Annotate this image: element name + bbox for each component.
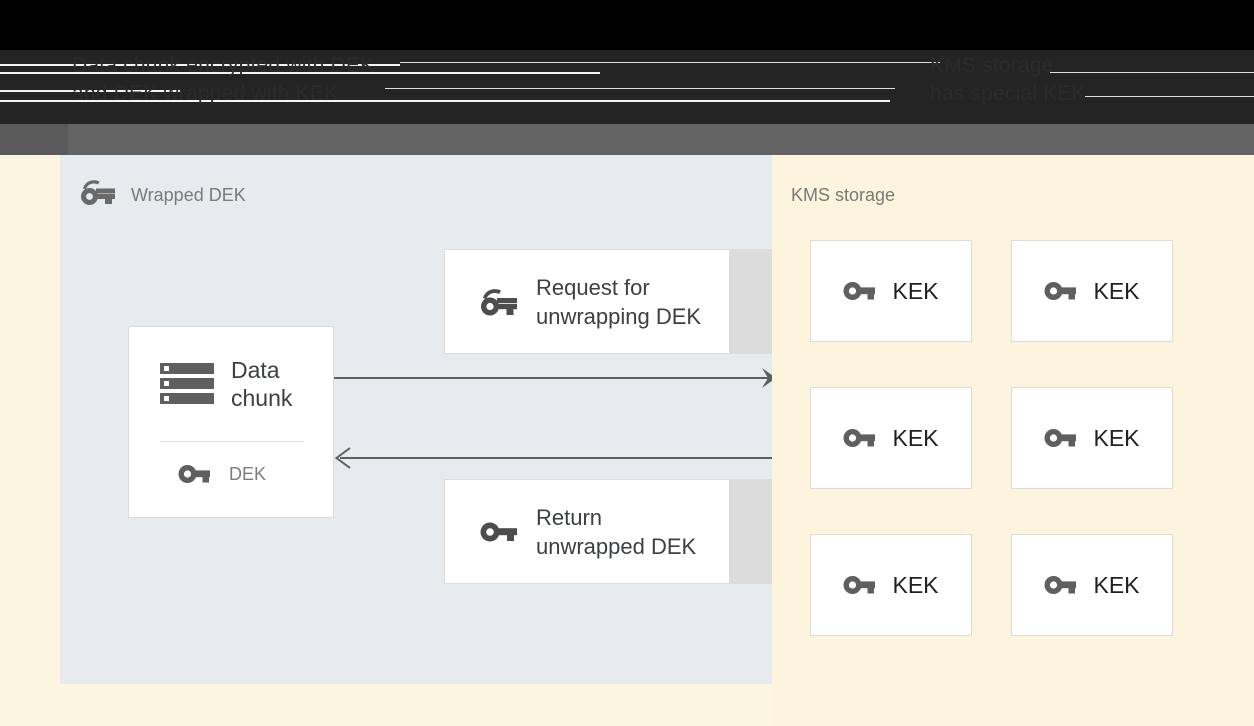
scan-line [0,90,180,92]
kek-card[interactable]: KEK [810,240,972,342]
data-chunk-header-row: Data chunk [160,356,292,412]
kek-label: KEK [1093,571,1140,598]
top-black-strip [0,0,1254,50]
key-icon [1044,279,1077,303]
kms-storage-title: KMS storage [791,185,896,205]
dek-label: DEK [229,464,267,484]
key-icon [178,462,211,486]
arrow-right-head-icon [762,367,772,389]
arrow-left-head-icon [334,447,352,469]
scan-line [385,88,895,89]
scan-line [1050,72,1254,73]
return-card-shade [730,479,772,584]
return-unwrapped-card[interactable]: Return unwrapped DEK [444,479,730,584]
key-icon [1044,573,1077,597]
kek-card[interactable]: KEK [810,534,972,636]
kek-label: KEK [892,424,939,451]
kek-label: KEK [892,277,939,304]
key-icon [479,516,519,548]
wrapped-key-icon [79,177,117,207]
scan-line [0,72,600,74]
kek-label: KEK [1093,424,1140,451]
key-icon [843,426,876,450]
data-chunk-card[interactable]: Data chunk DEK [128,326,334,518]
request-arrow [334,377,768,379]
wrapped-key-icon [479,286,519,318]
wrapped-dek-title: Wrapped DEK [131,185,246,205]
header-caption-right: KMS storage has special KEK [930,54,1086,105]
request-card-shade [730,249,772,354]
wrapped-dek-panel: Wrapped DEK Data chunk D [60,155,772,684]
card-divider [160,441,304,442]
scan-line [0,64,400,66]
kms-storage-panel: KMS storage KEK KEK KEK [772,155,1254,726]
dek-row: DEK [178,462,266,486]
key-icon [843,279,876,303]
request-unwrap-label: Request for unwrapping DEK [536,274,702,329]
key-icon [843,573,876,597]
return-arrow [340,457,772,459]
kek-label: KEK [1093,277,1140,304]
kek-card[interactable]: KEK [1011,240,1173,342]
kek-label: KEK [892,571,939,598]
scan-line [400,62,940,63]
scan-line [1085,96,1254,97]
data-chunk-label: Data chunk [231,357,293,411]
kek-card[interactable]: KEK [810,387,972,489]
kek-card[interactable]: KEK [1011,534,1173,636]
kek-card[interactable]: KEK [1011,387,1173,489]
request-unwrap-card[interactable]: Request for unwrapping DEK [444,249,730,354]
gray-bar-notch [0,124,68,155]
top-chrome-bar: Data chunk encrypted with DEK and DEK wr… [0,0,1254,124]
key-icon [1044,426,1077,450]
return-unwrapped-label: Return unwrapped DEK [536,504,697,559]
secondary-gray-bar [0,124,1254,155]
storage-icon [160,363,214,405]
kek-card-grid: KEK KEK KEK KEK [810,240,1173,636]
header-caption-left: Data chunk encrypted with DEK and DEK wr… [72,54,375,105]
scan-line [0,100,890,102]
